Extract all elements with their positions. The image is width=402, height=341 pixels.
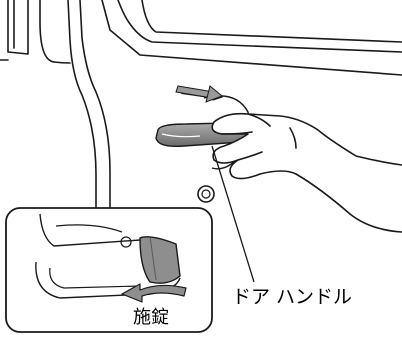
door-body [0, 0, 402, 216]
inset-panel [5, 207, 213, 333]
leader-line [211, 145, 255, 283]
key-cylinder-icon [197, 185, 215, 203]
hand [211, 112, 402, 233]
curved-arrow-left-icon [121, 283, 187, 303]
door-handle-label: ドア ハンドル [232, 286, 353, 308]
lock-label: 施錠 [133, 307, 169, 328]
arrow-left-icon [175, 85, 224, 103]
